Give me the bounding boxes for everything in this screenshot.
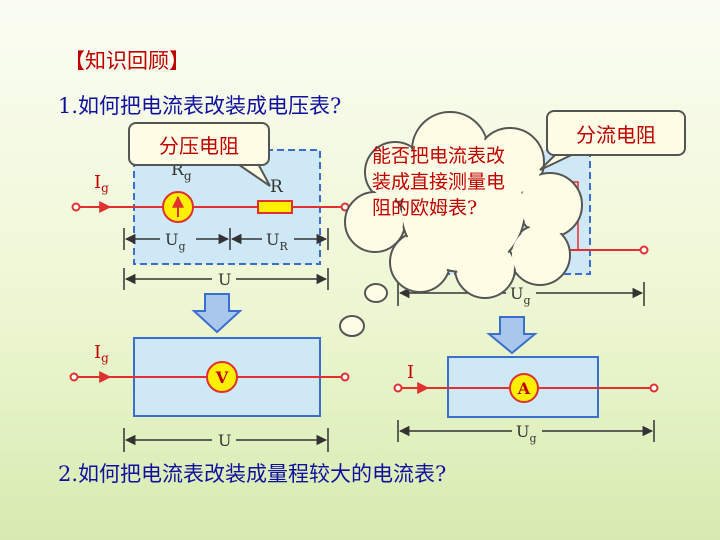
series-resistor-callout: 分压电阻 <box>128 122 270 166</box>
ug-label: Ug <box>510 284 531 307</box>
ur-label: UR <box>266 230 288 253</box>
voltmeter-build-circuit: Ig Rg R Ug UR U <box>71 149 350 290</box>
terminal-left <box>393 383 403 393</box>
r-label: R <box>270 177 284 197</box>
thought-cloud <box>339 111 583 337</box>
ammeter-icon <box>509 373 539 403</box>
ohmmeter-question: 能否把电流表改装成直接测量电阻的欧姆表? <box>372 145 506 219</box>
terminal-right <box>639 245 649 255</box>
current-label: Ig <box>94 172 109 195</box>
down-arrow-icon <box>486 316 538 355</box>
ug-label: Ug <box>516 422 537 445</box>
total-voltage-label: U <box>218 270 231 289</box>
terminal-right <box>340 372 350 382</box>
down-arrow-icon <box>191 293 243 334</box>
voltmeter-icon <box>206 361 238 393</box>
terminal-left <box>71 202 81 212</box>
series-resistor <box>257 200 293 214</box>
shunt-resistor-callout: 分流电阻 <box>546 110 686 156</box>
terminal-right <box>649 383 659 393</box>
terminal-left <box>69 372 79 382</box>
ammeter-symbol: A <box>517 379 531 398</box>
question-1: 1.如何把电流表改装成电压表? <box>58 94 342 118</box>
thought-bubble-dot <box>339 315 365 337</box>
thought-bubble-dot <box>364 283 388 303</box>
total-voltage-label: U <box>218 431 231 450</box>
ug-label: Ug <box>165 230 186 253</box>
ammeter-result-circuit: A I Ug <box>393 356 659 445</box>
question-2: 2.如何把电流表改装成量程较大的电流表? <box>58 462 447 486</box>
current-label: I <box>407 362 414 383</box>
review-heading: 【知识回顾】 <box>64 49 190 73</box>
voltmeter-symbol: V <box>215 368 229 387</box>
current-label: Ig <box>94 342 109 365</box>
voltmeter-result-circuit: V Ig U <box>69 337 350 452</box>
